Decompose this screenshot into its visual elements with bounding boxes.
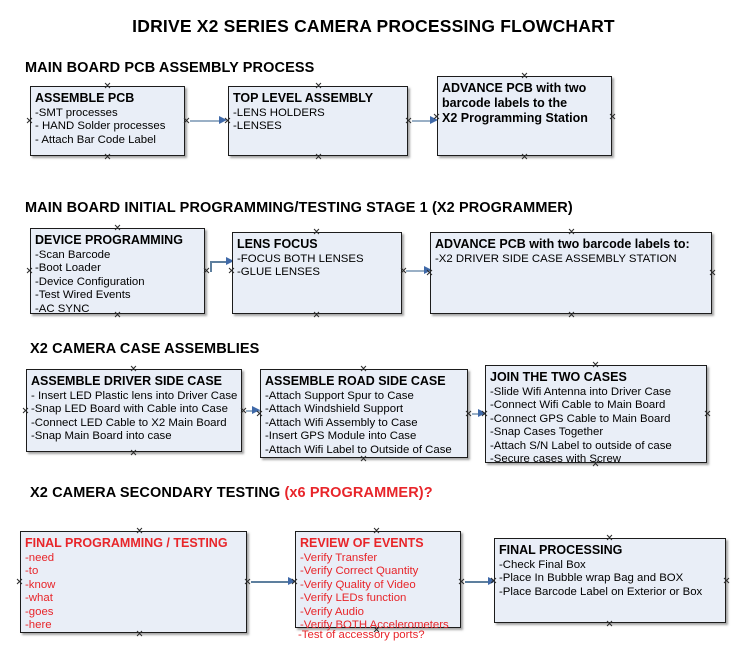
node-title: FINAL PROGRAMMING / TESTING	[25, 536, 228, 550]
node-line: -Verify Audio	[300, 605, 364, 618]
node-line: -Place In Bubble wrap Bag and BOX	[499, 572, 684, 585]
section-heading-text: X2 CAMERA CASE ASSEMBLIES	[30, 341, 260, 357]
node-line: -goes	[25, 605, 54, 618]
node-top-level-assembly[interactable]: TOP LEVEL ASSEMBLY -LENS HOLDERS -LENSES	[228, 86, 408, 156]
node-line: -Snap LED Board with Cable into Case	[31, 403, 228, 416]
node-line: -Attach Wifi Label to Outside of Case	[265, 443, 452, 456]
node-title: JOIN THE TWO CASES	[490, 370, 627, 384]
connector-line	[190, 120, 222, 122]
node-review-of-events[interactable]: REVIEW OF EVENTS -Verify Transfer -Verif…	[295, 531, 461, 631]
node-line: -Verify Correct Quantity	[300, 565, 419, 578]
connector-line	[210, 261, 230, 263]
node-line: ADVANCE PCB with two	[442, 81, 587, 95]
node-line: -Device Configuration	[35, 275, 145, 288]
section-heading-accent: (x6 PROGRAMMER)?	[284, 485, 433, 501]
arrow-icon	[478, 409, 486, 417]
node-line: -Insert GPS Module into Case	[265, 430, 417, 443]
node-line: -to	[25, 565, 39, 578]
node-assemble-road-side-case[interactable]: ASSEMBLE ROAD SIDE CASE -Attach Support …	[260, 369, 468, 458]
node-line: - Insert LED Plastic lens into Driver Ca…	[31, 389, 238, 402]
arrow-icon	[488, 577, 496, 585]
node-line: -Connect GPS Cable to Main Board	[490, 412, 671, 425]
connector-line	[412, 120, 434, 122]
node-assemble-pcb[interactable]: ASSEMBLE PCB -SMT processes - HAND Solde…	[30, 86, 185, 156]
node-line: -Boot Loader	[35, 262, 101, 275]
node-line: -Attach Wifi Assembly to Case	[265, 416, 418, 429]
node-line: -SMT processes	[35, 106, 118, 119]
node-line: -Connect Wifi Cable to Main Board	[490, 399, 666, 412]
section-heading-text: MAIN BOARD PCB ASSEMBLY PROCESS	[25, 60, 315, 76]
node-line: -GLUE LENSES	[237, 266, 320, 279]
node-line: -Scan Barcode	[35, 248, 111, 261]
node-line: -Attach S/N Label to outside of case	[490, 439, 672, 452]
connector-line	[251, 581, 293, 583]
node-line: barcode labels to the	[442, 96, 568, 110]
section-heading-main-board-pcb-assembly-process: MAIN BOARD PCB ASSEMBLY PROCESS	[25, 60, 314, 76]
node-title: ADVANCE PCB with two barcode labels to:	[435, 237, 690, 251]
node-title: ASSEMBLE ROAD SIDE CASE	[265, 374, 446, 388]
arrow-icon	[226, 257, 234, 265]
section-heading-x2-camera-case-assemblies: X2 CAMERA CASE ASSEMBLIES	[30, 341, 259, 357]
arrow-icon	[252, 406, 260, 414]
node-line: -Place Barcode Label on Exterior or Box	[499, 585, 703, 598]
node-line: -X2 DRIVER SIDE CASE ASSEMBLY STATION	[435, 252, 677, 265]
node-title: LENS FOCUS	[237, 237, 318, 251]
node-line: -Snap Cases Together	[490, 426, 604, 439]
node-line: -Verify Quality of Video	[300, 578, 416, 591]
section-heading-text: MAIN BOARD INITIAL PROGRAMMING/TESTING S…	[25, 200, 573, 216]
node-line: -here	[25, 619, 52, 632]
node-line: -Verify LEDs function	[300, 592, 407, 605]
node-line: -Test Wired Events	[35, 289, 131, 302]
arrow-icon	[424, 266, 432, 274]
node-line: -Verify BOTH Accelerometers	[300, 619, 449, 632]
node-assemble-driver-side-case[interactable]: ASSEMBLE DRIVER SIDE CASE - Insert LED P…	[26, 369, 242, 452]
node-line: - HAND Solder processes	[35, 120, 166, 133]
node-title: FINAL PROCESSING	[499, 543, 623, 557]
connector-elbow	[210, 262, 212, 272]
arrow-icon	[288, 577, 296, 585]
node-title: REVIEW OF EVENTS	[300, 536, 424, 550]
node-line: -LENS HOLDERS	[233, 106, 325, 119]
section-heading-x2-camera-secondary-testing: X2 CAMERA SECONDARY TESTING (x6 PROGRAMM…	[30, 485, 433, 501]
node-title: ASSEMBLE PCB	[35, 91, 135, 105]
node-title: DEVICE PROGRAMMING	[35, 233, 183, 247]
node-overflow-line: -Test of accessory ports?	[298, 629, 425, 641]
node-line: -Secure cases with Screw	[490, 453, 622, 466]
node-title: ASSEMBLE DRIVER SIDE CASE	[31, 374, 223, 388]
node-line: -need	[25, 551, 55, 564]
node-line: -know	[25, 578, 56, 591]
node-line: -Snap Main Board into case	[31, 430, 172, 443]
node-line: -Verify Transfer	[300, 551, 378, 564]
page-title: IDRIVE X2 SERIES CAMERA PROCESSING FLOWC…	[132, 16, 615, 36]
node-line: -Slide Wifi Antenna into Driver Case	[490, 385, 672, 398]
node-line: -what	[25, 592, 53, 605]
arrow-icon	[219, 116, 227, 124]
node-device-programming[interactable]: DEVICE PROGRAMMING -Scan Barcode -Boot L…	[30, 228, 205, 315]
node-line: -FOCUS BOTH LENSES	[237, 252, 364, 265]
node-line: X2 Programming Station	[442, 111, 588, 125]
node-advance-pcb-to-x2-programming-station[interactable]: ADVANCE PCB with two barcode labels to t…	[437, 76, 612, 156]
node-join-the-two-cases[interactable]: JOIN THE TWO CASES -Slide Wifi Antenna i…	[485, 365, 707, 465]
section-heading-main-board-initial-programming: MAIN BOARD INITIAL PROGRAMMING/TESTING S…	[25, 200, 573, 216]
node-advance-pcb-to-driver-side-case-station[interactable]: ADVANCE PCB with two barcode labels to: …	[430, 232, 712, 314]
node-final-programming-testing[interactable]: FINAL PROGRAMMING / TESTING -need -to -k…	[20, 531, 247, 633]
node-title: TOP LEVEL ASSEMBLY	[233, 91, 374, 105]
node-lens-focus[interactable]: LENS FOCUS -FOCUS BOTH LENSES -GLUE LENS…	[232, 232, 402, 314]
node-final-processing[interactable]: FINAL PROCESSING -Check Final Box -Place…	[494, 538, 726, 623]
node-line: -Connect LED Cable to X2 Main Board	[31, 416, 227, 429]
node-line: -AC SYNC	[35, 302, 90, 315]
section-heading-text: X2 CAMERA SECONDARY TESTING	[30, 485, 285, 501]
arrow-icon	[430, 116, 438, 124]
node-line: -Attach Support Spur to Case	[265, 389, 414, 402]
node-line: -LENSES	[233, 120, 282, 133]
connector-line	[465, 581, 493, 583]
connector-line	[406, 270, 428, 272]
node-line: -Attach Windshield Support	[265, 403, 404, 416]
node-line: -Check Final Box	[499, 558, 586, 571]
node-line: - Attach Bar Code Label	[35, 133, 156, 146]
